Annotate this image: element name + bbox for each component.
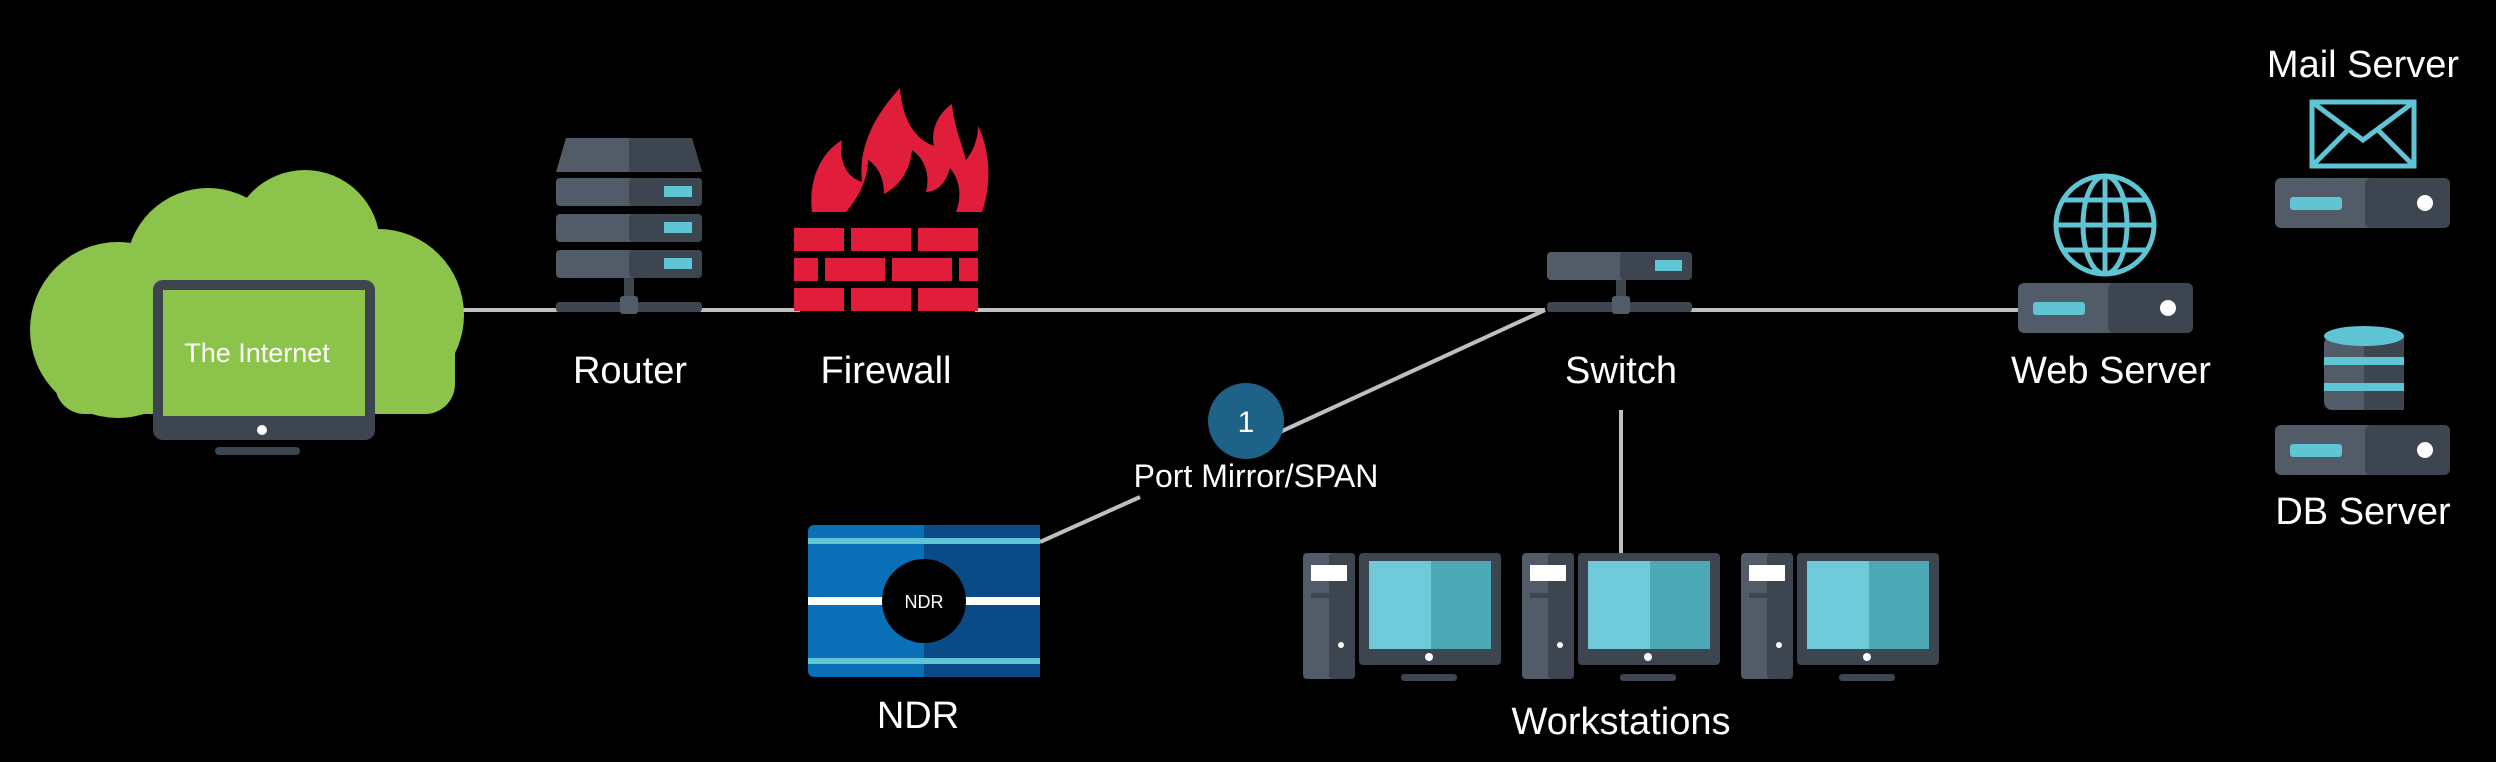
port-mirror-step[interactable]: 1 Port Mirror/SPAN bbox=[1134, 383, 1379, 494]
db-server-label: DB Server bbox=[2275, 491, 2451, 533]
flame bbox=[811, 88, 989, 212]
switch-label: Switch bbox=[1565, 350, 1677, 392]
firewall-node[interactable]: Firewall bbox=[794, 88, 989, 392]
ndr-label: NDR bbox=[877, 695, 959, 737]
desktop-workstation-icon bbox=[1303, 553, 1501, 681]
ndr-appliance-icon: NDR bbox=[808, 525, 1040, 677]
cloud-monitor-icon bbox=[30, 170, 464, 455]
step-badge bbox=[1208, 383, 1284, 459]
monitor-power-dot bbox=[257, 425, 267, 435]
monitor-screen bbox=[163, 290, 365, 416]
router-unit-2 bbox=[556, 214, 702, 242]
brick-wall bbox=[794, 228, 978, 311]
connection-lines bbox=[360, 308, 2020, 560]
ndr-badge-text: NDR bbox=[905, 592, 944, 612]
router-unit-1 bbox=[556, 178, 702, 206]
envelope-server-icon bbox=[2275, 99, 2450, 228]
switch-node[interactable]: Switch bbox=[1547, 252, 1692, 392]
workstations-label: Workstations bbox=[1512, 701, 1731, 743]
router-label: Router bbox=[573, 350, 687, 392]
globe-icon bbox=[2053, 173, 2157, 277]
step-number: 1 bbox=[1238, 406, 1255, 439]
monitor-stand bbox=[215, 447, 300, 455]
mail-server-label: Mail Server bbox=[2267, 44, 2459, 86]
firewall-label: Firewall bbox=[821, 350, 952, 392]
internet-label: The Internet bbox=[184, 338, 330, 368]
envelope-icon bbox=[2309, 99, 2417, 169]
web-server-node[interactable]: Web Server bbox=[2011, 173, 2211, 392]
globe-server-icon bbox=[2018, 173, 2193, 333]
desktop-workstation-icon bbox=[1741, 553, 1939, 681]
web-server-label: Web Server bbox=[2011, 350, 2211, 392]
link-switch-mirror bbox=[1279, 308, 1546, 434]
workstations-node[interactable]: Workstations bbox=[1303, 553, 1939, 743]
ndr-node[interactable]: NDR NDR bbox=[808, 525, 1040, 737]
firewall-brick-flame-icon bbox=[794, 88, 989, 311]
link-mirror-ndr bbox=[1039, 495, 1141, 544]
database-cylinder-icon bbox=[2324, 326, 2404, 410]
router-node[interactable]: Router bbox=[556, 138, 702, 392]
router-stack-icon bbox=[556, 138, 702, 314]
router-unit-3 bbox=[556, 250, 702, 278]
internet-node[interactable]: The Internet bbox=[30, 170, 464, 455]
network-switch-icon bbox=[1547, 252, 1692, 314]
database-server-icon bbox=[2275, 326, 2450, 475]
mail-server-node[interactable]: Mail Server bbox=[2267, 44, 2459, 228]
db-server-node[interactable]: DB Server bbox=[2275, 326, 2451, 533]
port-mirror-label: Port Mirror/SPAN bbox=[1134, 458, 1379, 494]
desktop-workstation-icon bbox=[1522, 553, 1720, 681]
